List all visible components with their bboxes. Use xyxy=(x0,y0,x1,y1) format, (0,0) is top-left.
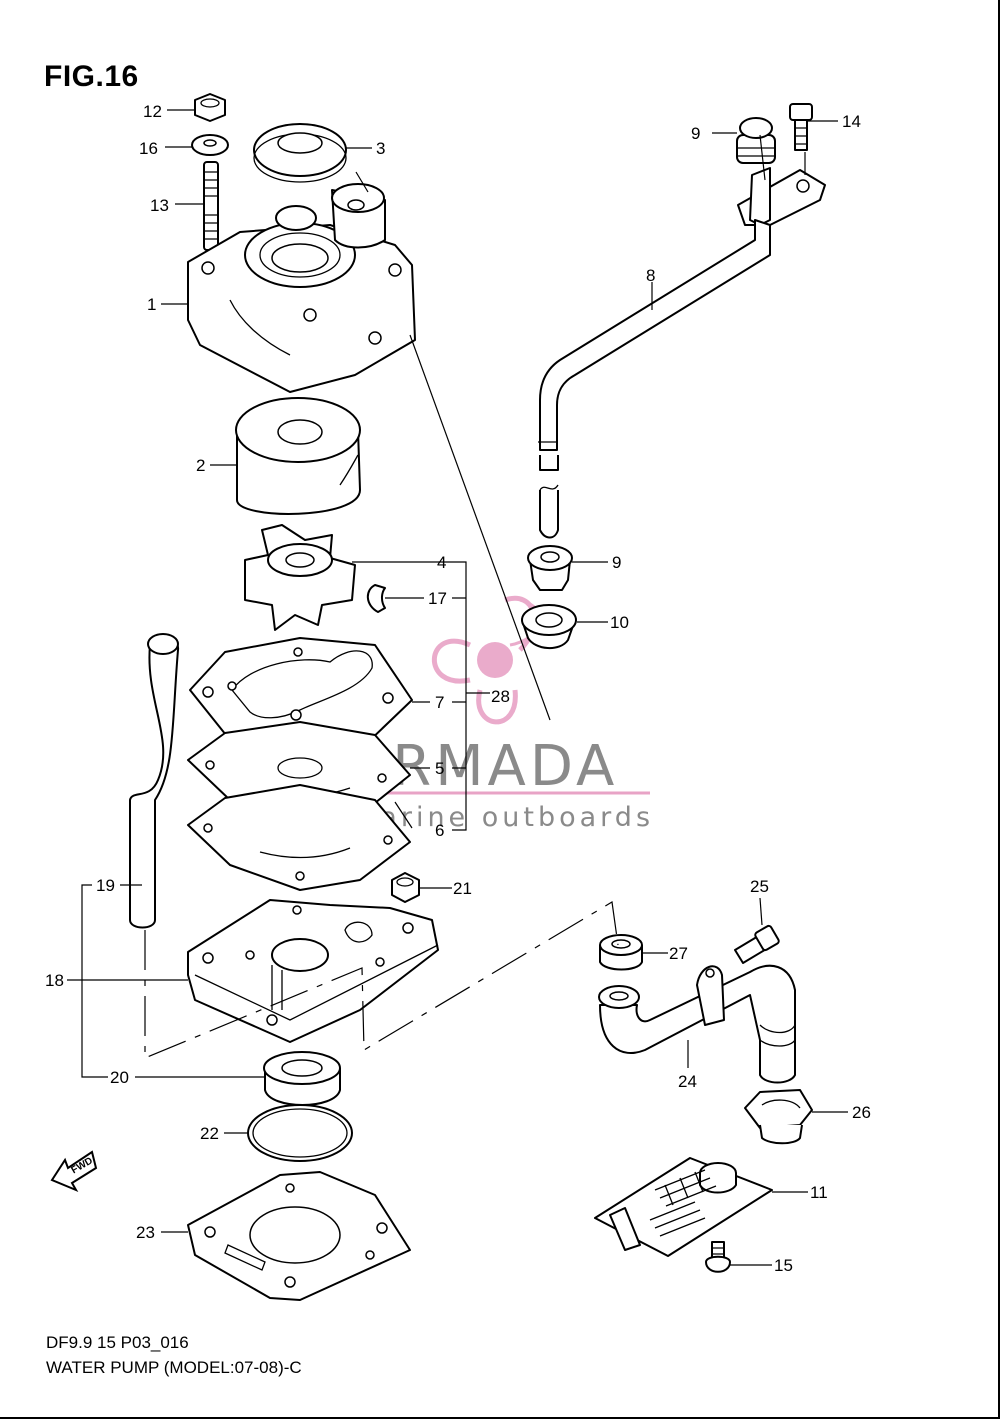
callout-22[interactable]: 22 xyxy=(200,1124,219,1143)
callout-13[interactable]: 13 xyxy=(150,196,169,215)
callout-3[interactable]: 3 xyxy=(376,139,385,158)
callout-4[interactable]: 4 xyxy=(437,553,446,572)
part-15-screw[interactable] xyxy=(705,1241,731,1273)
part-11-water-strainer[interactable] xyxy=(594,1157,773,1257)
part-27-grommet[interactable] xyxy=(599,934,643,971)
part-26-grommet[interactable] xyxy=(744,1089,813,1145)
fwd-arrow-icon: FWD xyxy=(50,1150,98,1193)
callout-28[interactable]: 28 xyxy=(491,687,510,706)
part-17-key[interactable] xyxy=(366,584,386,613)
part-2-liner[interactable] xyxy=(235,397,361,515)
callout-labels: 12 16 13 3 1 2 4 17 7 28 5 6 19 21 18 20… xyxy=(45,102,871,1275)
callout-5[interactable]: 5 xyxy=(435,759,444,778)
callout-6[interactable]: 6 xyxy=(435,821,444,840)
callout-10[interactable]: 10 xyxy=(610,613,629,632)
part-13-stud-bolt[interactable] xyxy=(203,161,219,251)
callout-26[interactable]: 26 xyxy=(852,1103,871,1122)
part-1-pump-case[interactable] xyxy=(187,183,416,393)
callout-15[interactable]: 15 xyxy=(774,1256,793,1275)
watermark-tagline: marine outboards xyxy=(350,802,654,833)
part-9-grommet-top[interactable] xyxy=(736,117,776,164)
callout-9-lower[interactable]: 9 xyxy=(612,553,621,572)
callout-16[interactable]: 16 xyxy=(139,139,158,158)
part-12-nut[interactable] xyxy=(194,93,226,122)
diagram-caption: WATER PUMP (MODEL:07-08)-C xyxy=(46,1358,302,1377)
callout-8[interactable]: 8 xyxy=(646,266,655,285)
part-16-washer[interactable] xyxy=(191,134,229,156)
callout-20[interactable]: 20 xyxy=(110,1068,129,1087)
callout-2[interactable]: 2 xyxy=(196,456,205,475)
callout-11[interactable]: 11 xyxy=(810,1183,828,1202)
part-9-grommet-lower[interactable] xyxy=(527,545,573,591)
part-4-impeller[interactable] xyxy=(244,524,356,631)
figure-title: FIG.16 xyxy=(44,60,139,93)
part-25-bolt[interactable] xyxy=(734,924,780,964)
callout-23[interactable]: 23 xyxy=(136,1223,155,1242)
part-10-seal[interactable] xyxy=(521,604,577,649)
part-7-gasket[interactable] xyxy=(189,637,413,759)
callout-9-top[interactable]: 9 xyxy=(691,124,700,143)
part-14-bolt[interactable] xyxy=(789,103,813,151)
callout-1[interactable]: 1 xyxy=(147,295,156,314)
part-6-gasket[interactable] xyxy=(187,784,411,891)
callout-12[interactable]: 12 xyxy=(143,102,162,121)
callout-24[interactable]: 24 xyxy=(678,1072,697,1091)
callout-21[interactable]: 21 xyxy=(453,879,472,898)
diagram-code: DF9.9 15 P03_016 xyxy=(46,1333,189,1352)
part-24-outlet-pipe[interactable] xyxy=(598,964,796,1084)
part-18-pump-base[interactable] xyxy=(187,899,439,1043)
part-21-nut[interactable] xyxy=(391,872,420,903)
part-19-tube[interactable] xyxy=(129,633,179,929)
callout-7[interactable]: 7 xyxy=(435,693,444,712)
callout-17[interactable]: 17 xyxy=(428,589,447,608)
callout-14[interactable]: 14 xyxy=(842,112,861,131)
callout-18[interactable]: 18 xyxy=(45,971,64,990)
part-8-water-pipe[interactable] xyxy=(538,167,826,539)
part-23-gasket[interactable] xyxy=(187,1171,411,1301)
callout-19[interactable]: 19 xyxy=(96,876,115,895)
callout-27[interactable]: 27 xyxy=(669,944,688,963)
part-20-oil-seal[interactable] xyxy=(263,1051,341,1106)
leader-lines xyxy=(67,109,848,1266)
part-22-o-ring[interactable] xyxy=(247,1104,353,1162)
part-3-seal[interactable] xyxy=(253,123,347,183)
callout-25[interactable]: 25 xyxy=(750,877,769,896)
armada-logo-icon xyxy=(431,595,542,725)
